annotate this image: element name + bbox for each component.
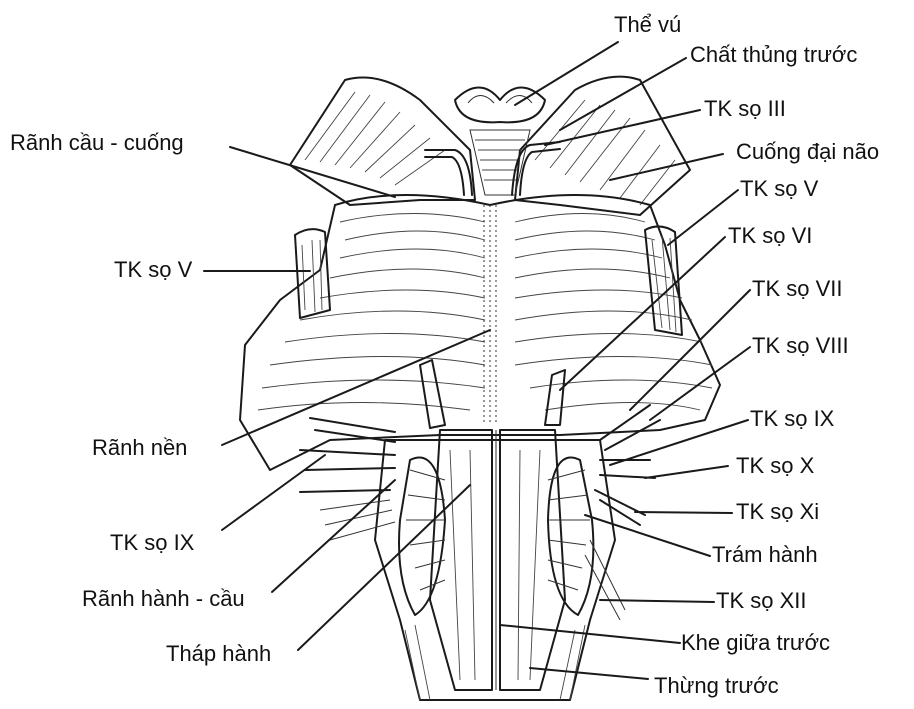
label-cuong-dai-nao: Cuống đại não xyxy=(736,141,879,163)
label-thung-truoc: Thừng trước xyxy=(654,675,779,697)
label-tk-so-viii: TK sọ VIII xyxy=(752,335,849,357)
label-tk-so-ix-left: TK sọ IX xyxy=(110,532,194,554)
abducens-nerves xyxy=(420,360,565,428)
cerebral-peduncle-left xyxy=(290,78,475,206)
label-tram-hanh: Trám hành xyxy=(712,544,818,566)
label-ranh-cau-cuong: Rãnh cầu - cuống xyxy=(10,132,184,154)
label-ranh-hanh-cau: Rãnh hành - cầu xyxy=(82,588,245,610)
label-tk-so-xi: TK sọ Xi xyxy=(736,501,819,523)
label-tk-so-ix-right: TK sọ IX xyxy=(750,408,834,430)
label-tk-so-x: TK sọ X xyxy=(736,455,814,477)
leader-lines xyxy=(204,42,750,679)
trigeminal-nerve-left xyxy=(295,229,330,318)
label-chat-thung-truoc: Chất thủng trước xyxy=(690,44,857,66)
mammillary-bodies xyxy=(455,88,545,123)
label-thap-hanh: Tháp hành xyxy=(166,643,271,665)
label-tk-so-iii: TK sọ III xyxy=(704,98,786,120)
label-tk-so-v-left: TK sọ V xyxy=(114,259,192,281)
pons xyxy=(240,195,720,470)
label-tk-so-vi: TK sọ VI xyxy=(728,225,812,247)
label-tk-so-xii: TK sọ XII xyxy=(716,590,806,612)
label-tk-so-v-right: TK sọ V xyxy=(740,178,818,200)
label-ranh-nen: Rãnh nền xyxy=(92,437,187,459)
medulla-oblongata xyxy=(375,430,615,700)
label-the-vu: Thể vú xyxy=(614,14,681,36)
label-khe-giua-truoc: Khe giữa trước xyxy=(681,632,830,654)
label-tk-so-vii: TK sọ VII xyxy=(752,278,842,300)
